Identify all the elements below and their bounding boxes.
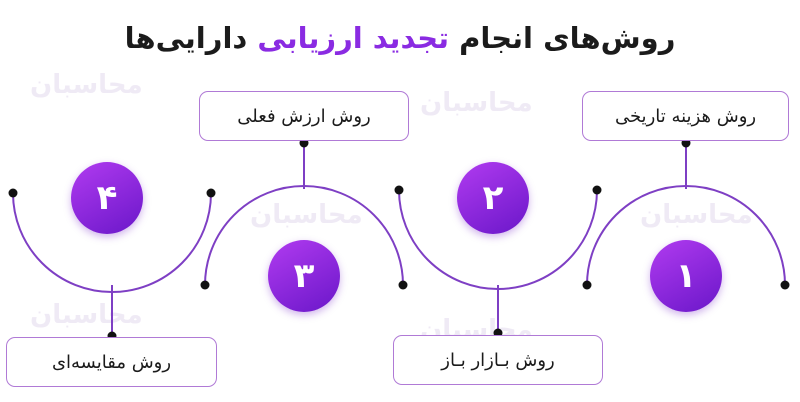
title-part-2: دارایی‌ها xyxy=(124,21,248,55)
step-3-label: روش ارزش فعلی xyxy=(237,105,371,127)
step-1-label-box: روش هزینه تاریخی xyxy=(582,91,789,141)
endpoint-dot xyxy=(206,188,216,198)
step-2-number-badge: ۲ xyxy=(457,162,529,234)
step-3-number: ۳ xyxy=(293,256,315,296)
step-2-label-box: روش بـازار بـاز xyxy=(393,335,603,385)
watermark: محاسبان xyxy=(30,300,143,330)
step-3-number-badge: ۳ xyxy=(268,240,340,312)
endpoint-dot xyxy=(200,280,210,290)
endpoint-dot xyxy=(394,185,404,195)
step-2-number: ۲ xyxy=(482,178,504,218)
endpoint-dot xyxy=(398,280,408,290)
step-1-number-badge: ۱ xyxy=(650,240,722,312)
endpoint-dot xyxy=(582,280,592,290)
watermark: محاسبان xyxy=(420,88,533,118)
watermark: محاسبان xyxy=(250,200,363,230)
step-1-number: ۱ xyxy=(675,256,697,296)
step-4-label: روش مقایسه‌ای xyxy=(51,351,172,373)
step-4-label-box: روش مقایسه‌ای xyxy=(6,337,217,387)
arc-step-4 xyxy=(12,192,212,293)
watermark: محاسبان xyxy=(30,70,143,100)
arc-step-3 xyxy=(204,185,404,286)
watermark: محاسبان xyxy=(640,200,753,230)
step-4-number-badge: ۴ xyxy=(71,162,143,234)
endpoint-dot xyxy=(780,280,790,290)
step-2-label: روش بـازار بـاز xyxy=(441,349,555,371)
page-title: روش‌های انجام تجدید ارزیابی دارایی‌ها xyxy=(0,14,800,62)
step-4-number: ۴ xyxy=(96,178,118,218)
step-3-label-box: روش ارزش فعلی xyxy=(199,91,409,141)
title-highlight: تجدید ارزیابی xyxy=(257,21,449,55)
endpoint-dot xyxy=(8,188,18,198)
arc-step-2 xyxy=(398,189,598,290)
step-1-label: روش هزینه تاریخی xyxy=(614,105,757,127)
endpoint-dot xyxy=(592,185,602,195)
title-part-1: روش‌های انجام xyxy=(459,21,676,55)
arc-step-1 xyxy=(586,185,786,286)
